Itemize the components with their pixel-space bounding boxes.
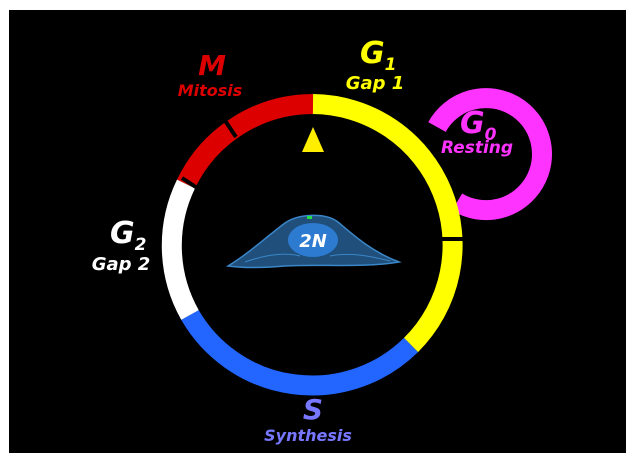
ring-segment-synthesis	[181, 309, 419, 396]
cell-nucleus	[288, 223, 338, 257]
phase-g2-symbol: G2	[110, 216, 146, 255]
phase-m-name: Mitosis	[178, 81, 243, 100]
phase-g2-name: Gap 2	[92, 254, 151, 275]
phase-s-symbol: S	[303, 393, 323, 426]
phase-g0-name: Resting	[441, 138, 513, 158]
ring-segment-g1	[312, 94, 463, 353]
phase-m-symbol: M	[198, 49, 226, 82]
cell-ploidy-label: 2N	[299, 231, 327, 252]
ring-divider	[180, 176, 204, 193]
phase-s-name: Synthesis	[264, 426, 352, 445]
start-arrow-icon	[302, 127, 324, 152]
phase-g1-name: Gap 1	[346, 73, 405, 94]
ring-divider	[222, 117, 238, 139]
cell-fiber	[329, 253, 391, 262]
g0-resting-loop	[428, 88, 552, 221]
cell-fiber	[244, 253, 301, 263]
ring-segment-mitosis	[176, 94, 314, 189]
phase-g1-symbol: G1	[360, 36, 396, 75]
ring-segment-g2	[161, 179, 199, 320]
phase-g0-symbol: G0	[460, 106, 497, 145]
centrosome-icon	[307, 216, 312, 219]
